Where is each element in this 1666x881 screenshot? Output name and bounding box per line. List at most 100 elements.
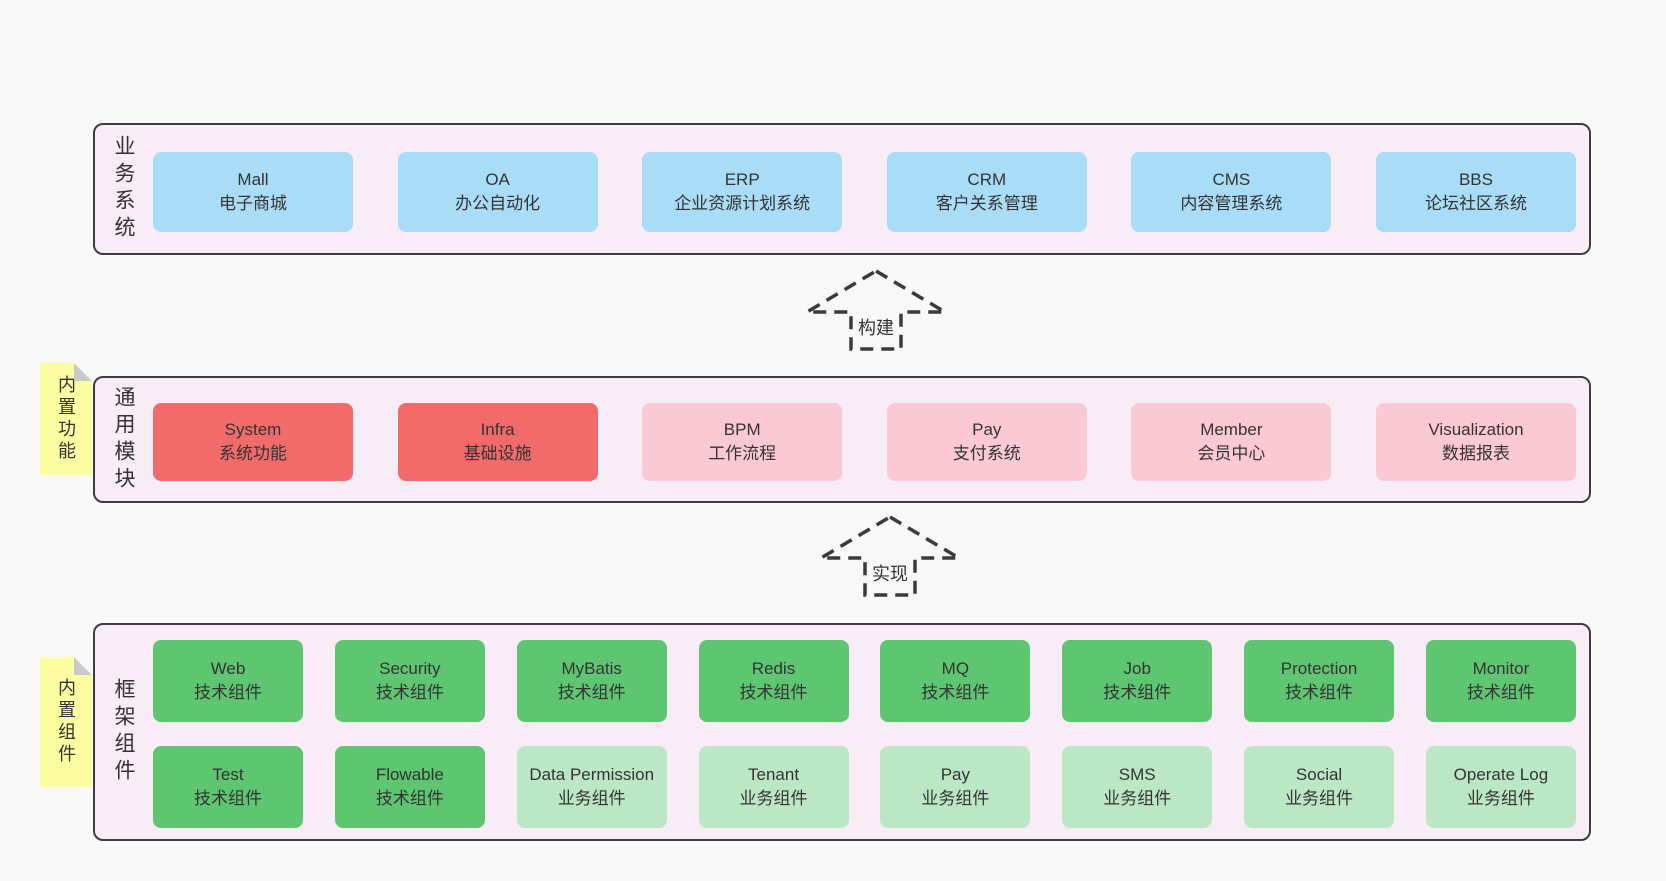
node-erp: ERP 企业资源计划系统 [642,152,843,232]
node-desc: 客户关系管理 [935,194,1038,213]
node-web: Web 技术组件 [153,640,303,722]
layer-business-label: 业务系统 [112,135,135,243]
node-desc: 技术组件 [1103,683,1172,702]
node-name: Mall [237,169,269,189]
node-name: Redis [751,658,796,678]
node-bbs: BBS 论坛社区系统 [1375,152,1576,232]
node-test: Test 技术组件 [153,746,303,828]
components-box-row-1: Web 技术组件 Security 技术组件 MyBatis 技术组件 Redi… [153,640,1576,722]
sticky-note-text: 内置功能 [56,375,76,463]
node-mall: Mall 电子商城 [153,152,353,232]
node-name: Web [210,658,246,678]
node-data-permission: Data Permission 业务组件 [516,746,667,828]
layer-framework-components: 框架组件 Web 技术组件 Security 技术组件 MyBatis 技术组件… [93,623,1591,841]
node-name: Social [1295,764,1343,784]
node-oa: OA 办公自动化 [397,152,598,232]
node-desc: 业务组件 [1285,789,1354,808]
node-name: Pay [940,764,971,784]
node-sms: SMS 业务组件 [1062,746,1213,828]
node-desc: 系统功能 [219,444,287,463]
sticky-fold-corner [74,657,92,675]
node-operate-log: Operate Log 业务组件 [1425,746,1576,828]
node-name: Test [212,764,244,784]
node-security: Security 技术组件 [334,640,485,722]
node-name: CRM [967,169,1007,189]
node-redis: Redis 技术组件 [698,640,849,722]
node-cms: CMS 内容管理系统 [1131,152,1332,232]
up-arrow-icon [815,514,965,597]
node-desc: 技术组件 [1466,683,1535,702]
node-desc: 数据报表 [1441,444,1510,463]
node-desc: 支付系统 [952,444,1021,463]
node-mybatis: MyBatis 技术组件 [516,640,667,722]
node-desc: 工作流程 [708,444,777,463]
node-name: MyBatis [561,658,622,678]
layer-components-label: 框架组件 [112,678,135,786]
business-box-row: Mall 电子商城 OA 办公自动化 ERP 企业资源计划系统 CRM 客户关系… [153,152,1576,232]
node-desc: 内容管理系统 [1180,194,1283,213]
layer-business-systems: 业务系统 Mall 电子商城 OA 办公自动化 ERP 企业资源计划系统 CRM… [93,123,1591,255]
node-crm: CRM 客户关系管理 [886,152,1087,232]
build-arrow: 构建 [801,268,951,352]
node-infra: Infra 基础设施 [397,403,598,481]
sticky-fold-corner [74,363,92,381]
node-protection: Protection 技术组件 [1244,640,1395,722]
node-desc: 技术组件 [557,683,626,702]
layer-common-modules: 通用模块 System 系统功能 Infra 基础设施 BPM 工作流程 Pay… [93,376,1591,503]
node-monitor: Monitor 技术组件 [1425,640,1576,722]
node-desc: 技术组件 [194,683,262,702]
node-desc: 技术组件 [1285,683,1354,702]
node-visualization: Visualization 数据报表 [1375,403,1576,481]
node-name: Job [1123,658,1151,678]
sticky-note-text: 内置组件 [56,678,76,766]
node-desc: 技术组件 [375,683,444,702]
node-name: BBS [1458,169,1493,189]
node-desc: 技术组件 [921,683,990,702]
node-name: Data Permission [529,764,655,784]
node-social: Social 业务组件 [1244,746,1395,828]
node-tenant: Tenant 业务组件 [698,746,849,828]
layer-modules-label: 通用模块 [112,385,135,494]
node-name: Security [379,658,441,678]
node-system: System 系统功能 [153,403,353,481]
implement-arrow-label: 实现 [869,560,911,586]
node-desc: 基础设施 [463,444,532,463]
node-name: Member [1200,419,1263,439]
modules-box-row: System 系统功能 Infra 基础设施 BPM 工作流程 Pay 支付系统… [153,403,1576,481]
node-desc: 办公自动化 [455,194,541,213]
node-desc: 会员中心 [1197,444,1266,463]
node-name: Pay [972,419,1002,439]
node-flowable: Flowable 技术组件 [334,746,485,828]
node-desc: 业务组件 [1466,789,1535,808]
node-name: Visualization [1428,419,1524,439]
node-desc: 业务组件 [557,789,626,808]
node-job: Job 技术组件 [1062,640,1213,722]
node-mq: MQ 技术组件 [880,640,1031,722]
node-pay-component: Pay 业务组件 [880,746,1031,828]
node-desc: 企业资源计划系统 [674,194,811,213]
node-name: System [224,419,282,439]
node-desc: 技术组件 [194,789,262,808]
up-arrow-icon [801,268,951,351]
node-desc: 业务组件 [739,789,808,808]
node-desc: 技术组件 [375,789,444,808]
node-desc: 业务组件 [1103,789,1172,808]
node-name: BPM [723,419,761,439]
node-member: Member 会员中心 [1131,403,1332,481]
node-name: Monitor [1472,658,1530,678]
node-bpm: BPM 工作流程 [642,403,843,481]
implement-arrow: 实现 [815,514,965,598]
node-name: Operate Log [1453,764,1549,784]
build-arrow-label: 构建 [855,314,897,340]
node-name: Infra [480,419,515,439]
node-desc: 业务组件 [921,789,990,808]
node-name: OA [485,169,510,189]
components-box-row-2: Test 技术组件 Flowable 技术组件 Data Permission … [153,746,1576,828]
node-name: Flowable [375,764,444,784]
node-desc: 技术组件 [739,683,808,702]
node-name: SMS [1118,764,1156,784]
node-name: Protection [1280,658,1358,678]
node-name: CMS [1212,169,1251,189]
sticky-note-built-in-components: 内置组件 [40,657,92,787]
